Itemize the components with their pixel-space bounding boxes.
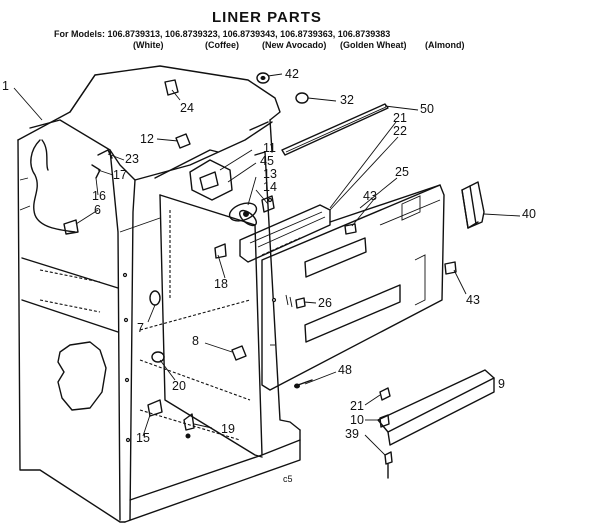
callout-21-bottom: 21 [350, 399, 364, 413]
callout-9: 9 [498, 377, 505, 391]
callout-23: 23 [125, 152, 139, 166]
callout-16: 16 [92, 189, 106, 203]
callout-45: 45 [260, 154, 274, 168]
callout-7: 7 [137, 321, 144, 335]
color-white: (White) [133, 40, 164, 50]
models-line: For Models: 106.8739313, 106.8739323, 10… [54, 29, 391, 39]
callout-25: 25 [395, 165, 409, 179]
vertical-trim-40 [461, 181, 485, 229]
control-housing [189, 159, 331, 263]
callout-17: 17 [113, 168, 127, 182]
callout-20: 20 [172, 379, 186, 393]
leader-lines [13, 73, 521, 456]
callout-22: 22 [393, 124, 407, 138]
callout-21-top: 21 [393, 111, 407, 125]
callout-11: 11 [263, 141, 276, 155]
callout-10: 10 [350, 413, 364, 427]
page-title: LINER PARTS [212, 9, 322, 26]
callout-39: 39 [345, 427, 359, 441]
callout-48: 48 [338, 363, 352, 377]
callout-15: 15 [136, 431, 150, 445]
callout-43-upper: 43 [363, 189, 377, 203]
color-golden-wheat: (Golden Wheat) [340, 40, 407, 50]
cabinet-liner [17, 65, 301, 523]
small-parts [63, 72, 457, 479]
callout-12: 12 [140, 132, 154, 146]
color-almond: (Almond) [425, 40, 465, 50]
callout-42: 42 [285, 67, 299, 81]
callout-19: 19 [221, 422, 235, 436]
callout-40: 40 [522, 207, 536, 221]
callout-50: 50 [420, 102, 434, 116]
color-coffee: (Coffee) [205, 40, 239, 50]
color-new-avocado: (New Avocado) [262, 40, 327, 50]
callout-18: 18 [214, 277, 228, 291]
callout-6: 6 [94, 203, 101, 217]
callout-14: 14 [263, 180, 277, 194]
diagram-code: c5 [283, 474, 293, 484]
callout-43-lower: 43 [466, 293, 480, 307]
callout-32: 32 [340, 93, 354, 107]
bottom-rail [377, 369, 495, 446]
callout-13: 13 [263, 167, 277, 181]
callout-26: 26 [318, 296, 332, 310]
callout-1: 1 [2, 79, 9, 93]
trim-strip-50 [281, 103, 389, 156]
evaporator-cover [261, 184, 445, 391]
callout-24: 24 [180, 101, 194, 115]
callout-8: 8 [192, 334, 199, 348]
